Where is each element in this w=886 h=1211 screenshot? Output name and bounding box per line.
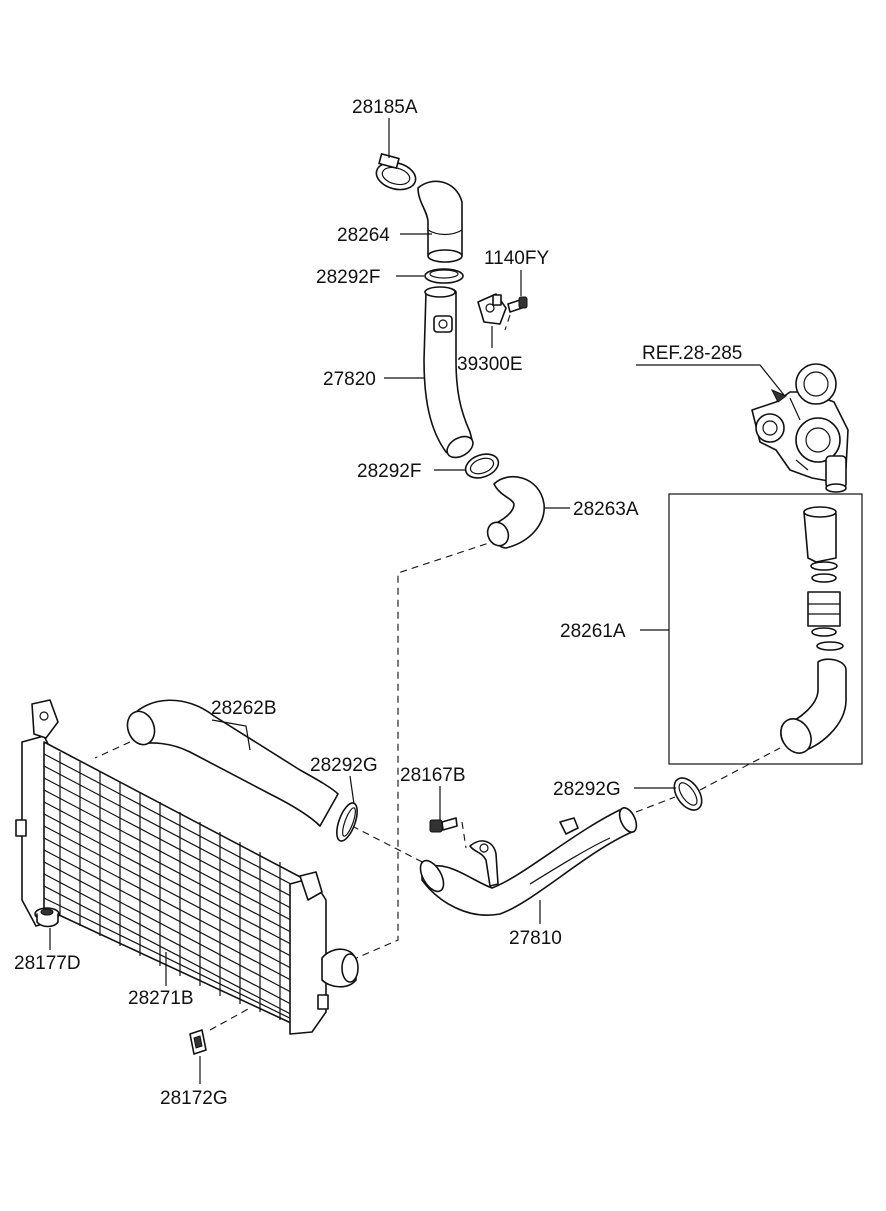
hose-28262B <box>126 699 339 827</box>
clamp-28292F-top <box>424 268 464 284</box>
label-ref-28-285: REF.28-285 <box>642 343 742 364</box>
label-1140FY: 1140FY <box>484 248 549 269</box>
turbocharger-ref <box>751 363 849 493</box>
label-28167B: 28167B <box>400 765 466 786</box>
hose-28264 <box>417 180 463 263</box>
label-28263A: 28263A <box>573 499 639 520</box>
clip-28172G <box>189 1029 207 1055</box>
bolt-1140FY <box>507 296 528 313</box>
clamp-28292G-right <box>673 777 703 811</box>
label-28261A: 28261A <box>560 621 626 642</box>
sensor-39300E <box>477 293 507 325</box>
pipe-27810 <box>419 807 638 916</box>
part-labels: 28185A 28264 28292F 1140FY 39300E 27820 … <box>14 97 742 1109</box>
label-28177D: 28177D <box>14 953 81 974</box>
clamp-28292F-mid <box>464 453 500 479</box>
label-27820: 27820 <box>323 369 376 390</box>
label-28271B: 28271B <box>128 988 194 1009</box>
clamp-28185A <box>375 153 417 191</box>
clamp-28292G-left <box>336 802 358 842</box>
label-28185A: 28185A <box>352 97 418 118</box>
label-28292G-left: 28292G <box>310 755 378 776</box>
label-28292F-top: 28292F <box>316 267 380 288</box>
label-28292F-mid: 28292F <box>357 461 421 482</box>
kit-box-28261A <box>668 493 863 765</box>
label-28172G: 28172G <box>160 1088 228 1109</box>
label-28262B: 28262B <box>211 698 277 719</box>
label-28292G-right: 28292G <box>553 779 621 800</box>
label-28264: 28264 <box>337 225 390 246</box>
bolt-28167B <box>429 817 458 833</box>
label-39300E: 39300E <box>457 354 523 375</box>
label-27810: 27810 <box>509 928 562 949</box>
grommet-28177D <box>34 907 60 928</box>
leader-lines <box>49 118 785 1084</box>
pipe-27820 <box>423 286 474 459</box>
hose-28263A <box>486 475 545 549</box>
